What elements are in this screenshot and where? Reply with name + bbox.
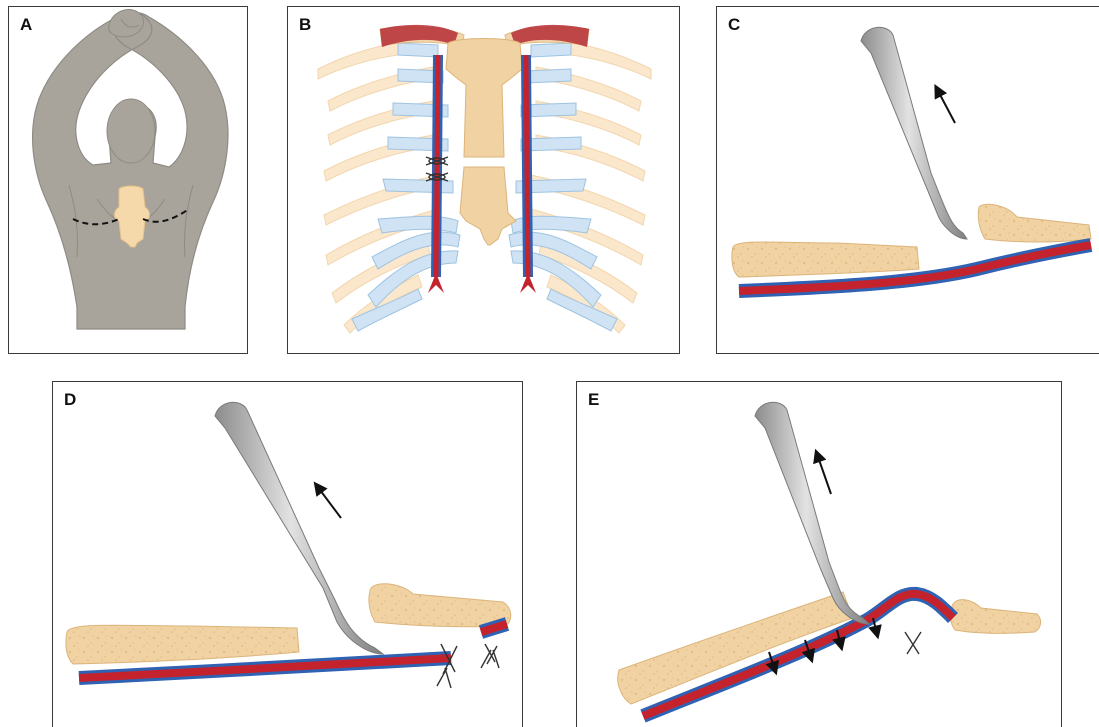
rib-segment-left: [66, 625, 299, 664]
panel-e: E: [576, 381, 1062, 727]
dissection-step-e: [577, 382, 1062, 727]
ligature-icon: [905, 632, 921, 654]
sternum-upper: [446, 39, 522, 158]
direction-arrow-icon: [317, 486, 341, 518]
direction-arrow-icon: [937, 89, 955, 123]
panel-label-b: B: [299, 15, 311, 35]
panel-label-a: A: [20, 15, 32, 35]
chest-wall-illustration: [288, 7, 680, 354]
patient-position-illustration: [9, 7, 248, 354]
rib-segment-left: [732, 242, 919, 277]
panel-label-c: C: [728, 15, 740, 35]
ligature-icon: [437, 644, 499, 688]
rib-segment-right: [369, 584, 511, 627]
patient-body: [33, 10, 228, 329]
panel-b: B: [287, 6, 680, 354]
panel-c: C: [716, 6, 1099, 354]
panel-d: D: [52, 381, 523, 727]
dissection-step-d: [53, 382, 523, 727]
panel-a: A: [8, 6, 248, 354]
dissection-step-c: [717, 7, 1099, 354]
rib-segment-right: [950, 600, 1040, 634]
periosteal-elevator-icon: [861, 27, 967, 239]
periosteal-elevator-icon: [215, 402, 383, 654]
panel-label-d: D: [64, 390, 76, 410]
direction-arrow-icon: [817, 454, 831, 494]
sternum-lower: [460, 167, 516, 245]
rib-segment-right: [978, 204, 1091, 242]
periosteal-elevator-icon: [755, 402, 869, 624]
panel-label-e: E: [588, 390, 599, 410]
